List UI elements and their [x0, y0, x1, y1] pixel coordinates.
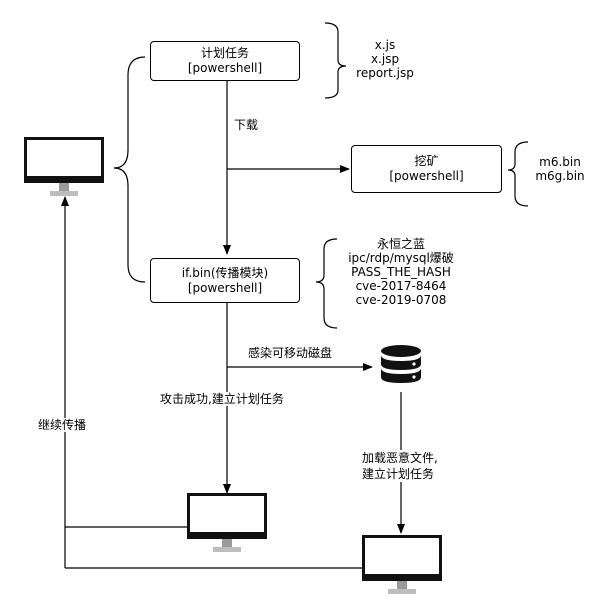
attack-success-label: 攻击成功,建立计划任务 — [160, 392, 284, 406]
desktop-computer-icon — [362, 535, 442, 595]
downloaded-file: x.js — [374, 38, 396, 52]
propagation-module-node: if.bin(传播模块) [powershell] — [150, 258, 300, 303]
load-malicious-line1: 加载恶意文件, — [362, 451, 438, 465]
continue-spread-label: 继续传播 — [38, 418, 87, 432]
mining-subtitle: [powershell] — [389, 169, 464, 183]
left-group-brace — [113, 56, 146, 283]
load-malicious-line2: 建立计划任务 — [362, 467, 435, 481]
schedule-task-title: 计划任务 — [200, 46, 249, 60]
database-icon — [381, 345, 421, 383]
propagation-methods-brace — [315, 238, 338, 329]
propagation-methods-list: 永恒之蓝 ipc/rdp/mysql爆破 PASS_THE_HASH cve-2… — [333, 237, 469, 307]
propagation-method: ipc/rdp/mysql爆破 — [348, 251, 454, 265]
schedule-task-node: 计划任务 [powershell] — [150, 41, 300, 81]
download-files-brace — [324, 22, 347, 99]
propagation-method: PASS_THE_HASH — [351, 265, 451, 279]
desktop-computer-icon — [24, 137, 104, 197]
downloaded-files-list: x.js x.jsp report.jsp — [345, 38, 425, 80]
infect-removable-label: 感染可移动磁盘 — [248, 346, 333, 360]
miner-files-list: m6.bin m6g.bin — [525, 155, 595, 183]
propagation-subtitle: [powershell] — [187, 280, 263, 295]
mining-node: 挖矿 [powershell] — [351, 145, 502, 193]
propagation-method: cve-2019-0708 — [355, 293, 447, 307]
load-malicious-label: 加载恶意文件, 建立计划任务 — [362, 450, 438, 482]
desktop-computer-icon — [187, 493, 267, 553]
propagation-method: 永恒之蓝 — [376, 237, 425, 251]
downloaded-file: report.jsp — [356, 66, 414, 80]
propagation-title: if.bin(传播模块) — [181, 265, 269, 280]
propagation-method: cve-2017-8464 — [355, 279, 447, 293]
downloaded-file: x.jsp — [370, 52, 400, 66]
miner-files-brace — [507, 141, 529, 207]
miner-file: m6g.bin — [535, 169, 585, 183]
mining-title: 挖矿 — [414, 154, 439, 168]
miner-file: m6.bin — [539, 155, 581, 169]
schedule-task-subtitle: [powershell] — [187, 61, 263, 75]
download-label: 下载 — [234, 118, 259, 132]
